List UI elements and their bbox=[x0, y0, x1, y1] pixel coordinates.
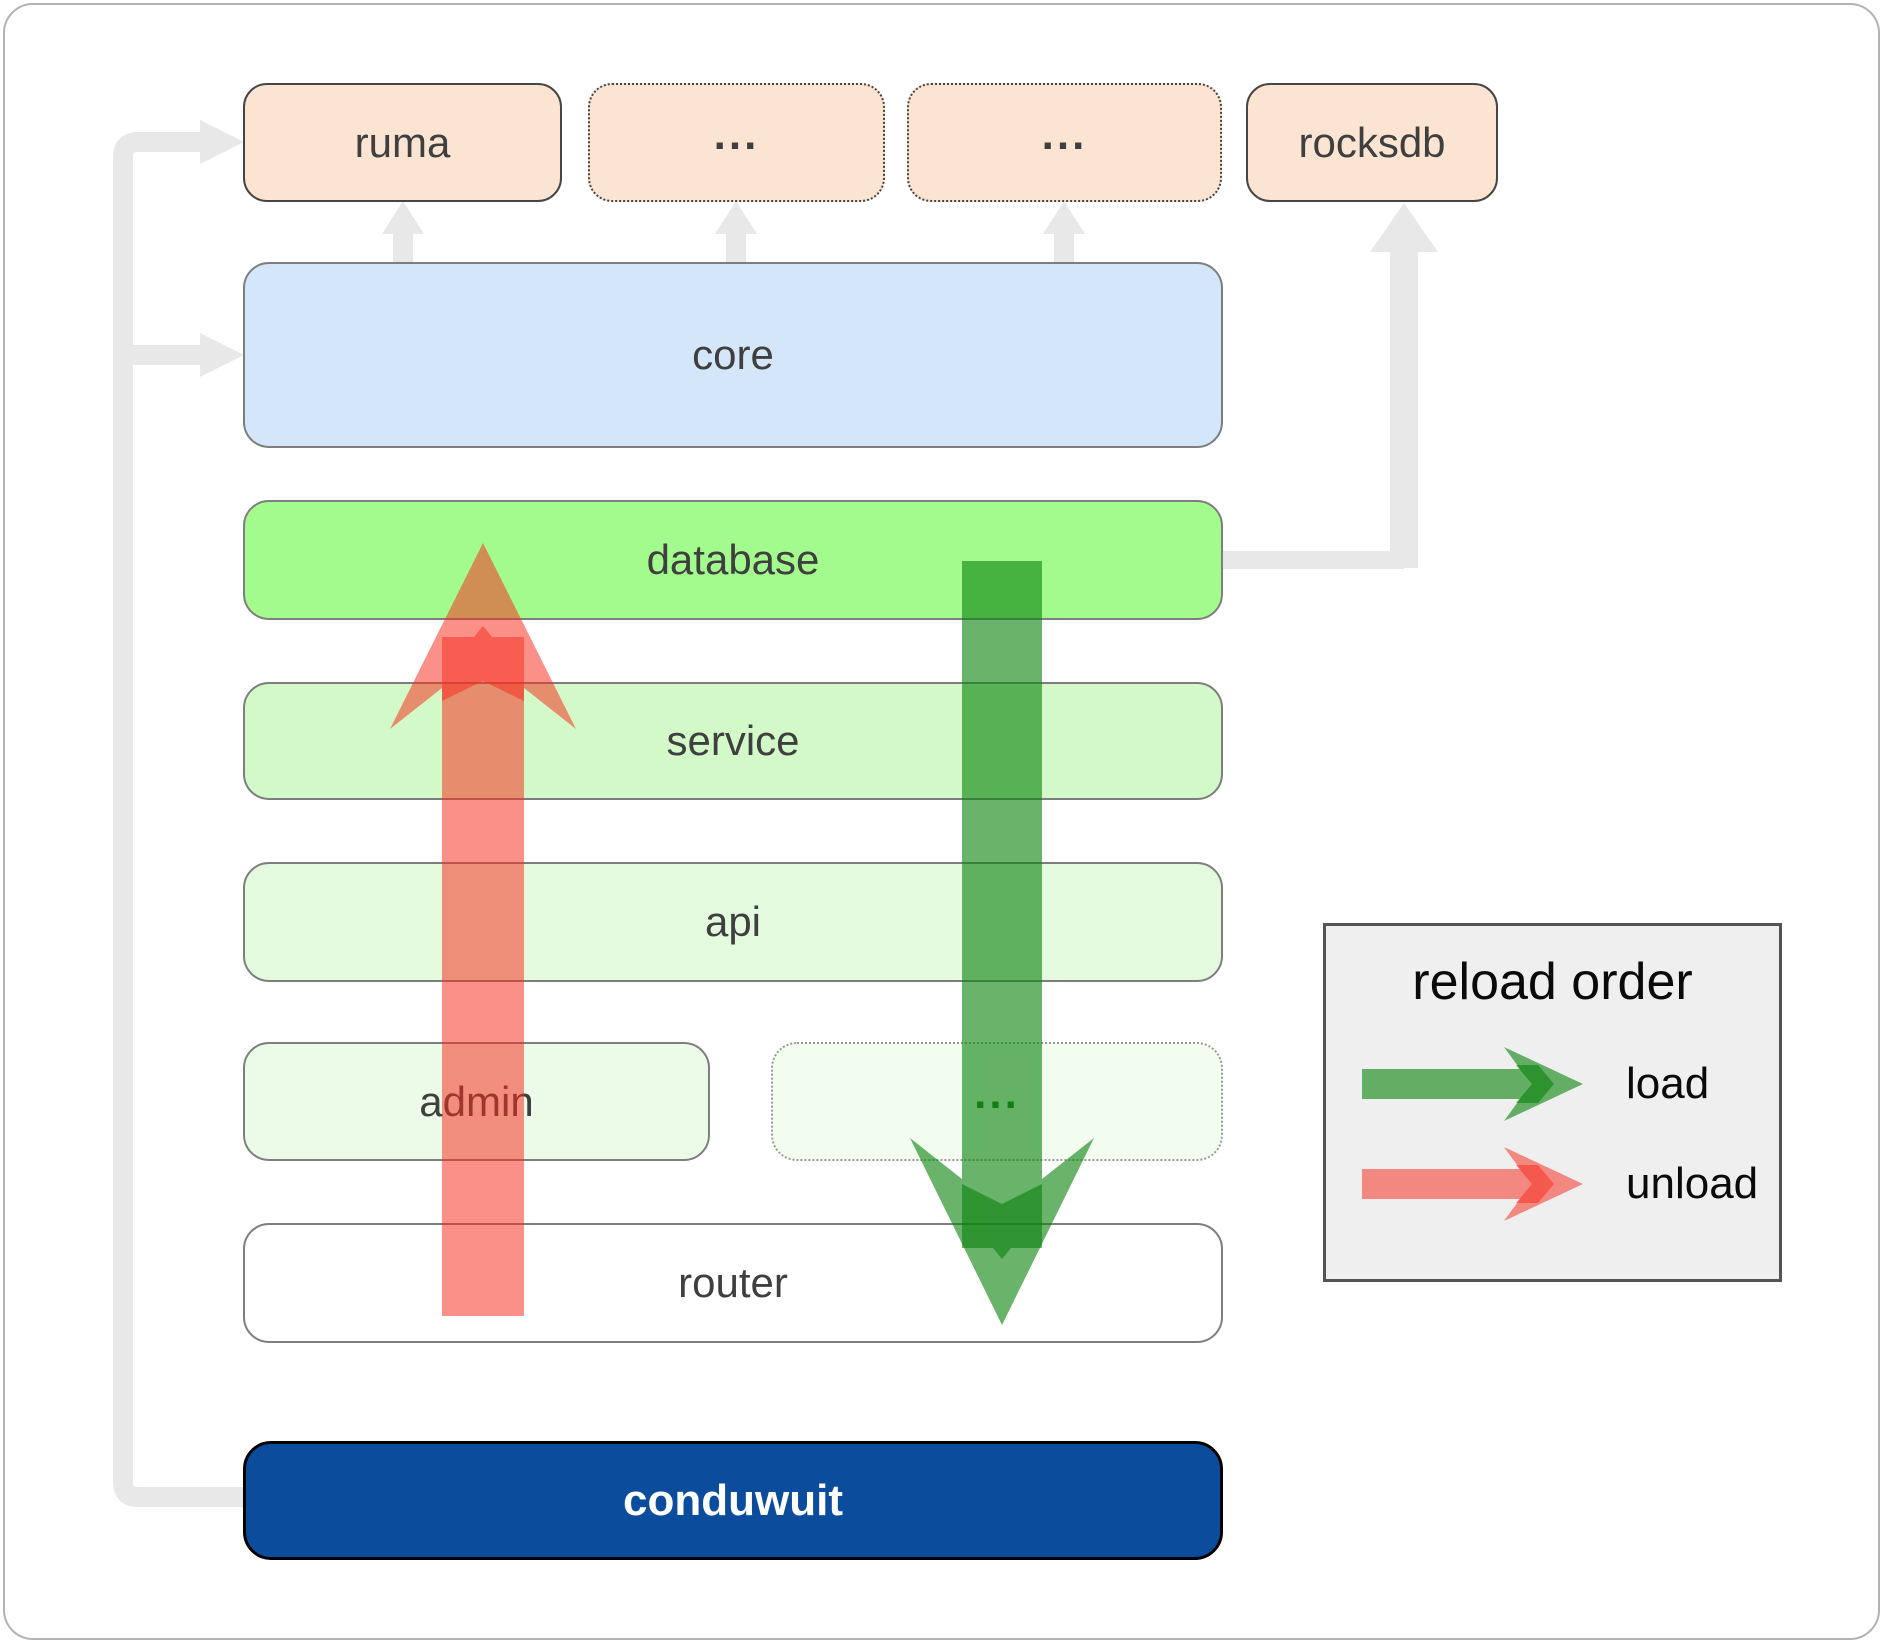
node-service-label: service bbox=[666, 717, 800, 764]
core-to-top-arrowheads bbox=[382, 201, 1085, 234]
load-arrow-icon bbox=[1362, 1047, 1583, 1121]
node-api-label: api bbox=[704, 898, 762, 945]
legend-unload-text: unload bbox=[1626, 1159, 1759, 1208]
node-ellipsis-admin: ... bbox=[771, 1042, 1223, 1161]
gray-arrowheads bbox=[200, 120, 244, 377]
arrowhead-into-core bbox=[200, 333, 244, 377]
node-ellipsis-top-2: ... bbox=[907, 83, 1222, 202]
node-database: database bbox=[243, 500, 1223, 620]
core-to-top-connectors bbox=[393, 233, 1074, 262]
node-ruma-label: ruma bbox=[354, 118, 451, 166]
legend: reload order load unload bbox=[1323, 923, 1782, 1282]
node-admin: admin bbox=[243, 1042, 710, 1161]
node-conduwuit: conduwuit bbox=[243, 1441, 1223, 1560]
node-core: core bbox=[243, 262, 1223, 448]
legend-load-label: load bbox=[1626, 1043, 1709, 1125]
node-ruma: ruma bbox=[243, 83, 562, 202]
arrowhead-into-rocksdb bbox=[1370, 203, 1438, 252]
legend-unload-label: unload bbox=[1626, 1143, 1758, 1225]
conduwuit-to-ruma-connector bbox=[113, 132, 245, 1507]
node-ellipsis-admin-label: ... bbox=[974, 1068, 1020, 1118]
node-database-label: database bbox=[646, 536, 820, 583]
diagram-border bbox=[3, 3, 1880, 1640]
node-router-label: router bbox=[678, 1259, 788, 1306]
arrowhead-into-ruma bbox=[200, 120, 244, 164]
node-ellipsis-top-1-label: ... bbox=[713, 109, 760, 159]
node-service: service bbox=[243, 682, 1223, 800]
node-rocksdb: rocksdb bbox=[1246, 83, 1498, 202]
node-core-label: core bbox=[692, 331, 774, 378]
node-admin-label: admin bbox=[419, 1077, 534, 1125]
legend-title: reload order bbox=[1412, 953, 1693, 1011]
node-ellipsis-top-2-label: ... bbox=[1041, 109, 1088, 159]
node-ellipsis-top-1: ... bbox=[588, 83, 885, 202]
database-to-rocksdb-connector bbox=[1223, 203, 1438, 569]
node-rocksdb-label: rocksdb bbox=[1298, 118, 1446, 166]
node-conduwuit-label: conduwuit bbox=[623, 1475, 843, 1525]
node-router: router bbox=[243, 1223, 1223, 1343]
node-api: api bbox=[243, 862, 1223, 982]
legend-load-text: load bbox=[1626, 1059, 1710, 1108]
unload-arrow-icon bbox=[1362, 1147, 1583, 1221]
